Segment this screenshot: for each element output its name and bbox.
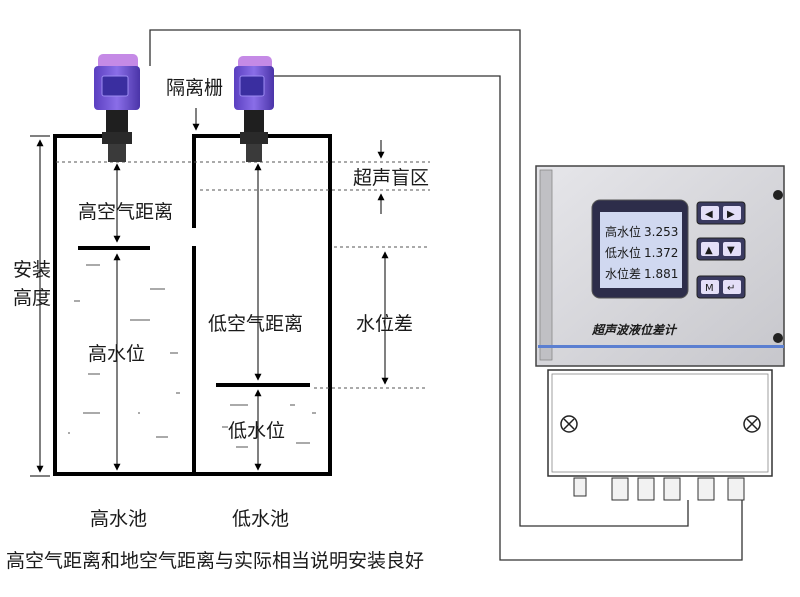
water-level-difference-label: 水位差 <box>356 313 413 335</box>
low-air-distance-label: 低空气距离 <box>208 313 303 335</box>
low-water-texture <box>222 404 316 448</box>
high-pool-walls <box>53 134 196 476</box>
isolation-grille-wall <box>192 134 240 476</box>
left-arrow-icon: ◀ <box>705 209 713 220</box>
lcd-screen <box>600 212 682 288</box>
high-water-texture <box>68 264 180 438</box>
low-pool-label: 低水池 <box>232 508 289 530</box>
high-water-level-label: 高水位 <box>88 343 145 365</box>
low-water-level-label: 低水位 <box>228 420 285 442</box>
screw-icon <box>773 333 783 343</box>
accent-line <box>538 345 784 348</box>
down-button[interactable] <box>723 242 741 256</box>
menu-icon: M <box>705 283 714 294</box>
screen-row-label: 低水位 <box>605 245 641 260</box>
down-arrow-icon: ▼ <box>727 245 735 256</box>
meter-brand-label: 超声波液位差计 <box>591 323 678 337</box>
diagram-caption: 高空气距离和地空气距离与实际相当说明安装良好 <box>6 550 424 572</box>
install-height-label-line2: 高度 <box>13 287 51 309</box>
water-level-difference-meter: 高水位 3.253 低水位 1.372 水位差 1.881 ◀ ▶ ▲ ▼ M … <box>535 165 785 501</box>
up-arrow-icon: ▲ <box>705 245 713 256</box>
screen-row-label: 高水位 <box>605 224 641 239</box>
low-pool-ultrasonic-sensor <box>234 56 274 162</box>
right-button[interactable] <box>723 206 741 220</box>
right-arrow-icon: ▶ <box>727 209 735 220</box>
screen-row-label: 水位差 <box>605 266 641 281</box>
high-air-distance-label: 高空气距离 <box>78 201 173 223</box>
terminal-box <box>547 369 773 477</box>
low-pool-walls <box>194 134 332 476</box>
ultrasonic-blind-zone-label: 超声盲区 <box>353 167 429 189</box>
screen-row-value: 1.372 <box>644 246 678 260</box>
cable-glands <box>573 477 745 501</box>
enter-icon: ↵ <box>727 283 735 294</box>
screen-row-value: 1.881 <box>644 267 678 281</box>
high-pool-ultrasonic-sensor <box>94 54 140 162</box>
install-height-arrow <box>30 135 50 477</box>
keypad: ◀ ▶ ▲ ▼ M ↵ <box>696 201 746 299</box>
high-pool-label: 高水池 <box>90 508 147 530</box>
screw-icon <box>773 190 783 200</box>
signal-cables <box>149 29 743 561</box>
up-button[interactable] <box>701 242 719 256</box>
screen-row-value: 3.253 <box>644 225 678 239</box>
left-button[interactable] <box>701 206 719 220</box>
enter-button[interactable] <box>723 280 741 294</box>
menu-button[interactable] <box>701 280 719 294</box>
isolation-grille-label: 隔离栅 <box>166 77 223 99</box>
install-height-label-line1: 安装 <box>13 259 51 281</box>
